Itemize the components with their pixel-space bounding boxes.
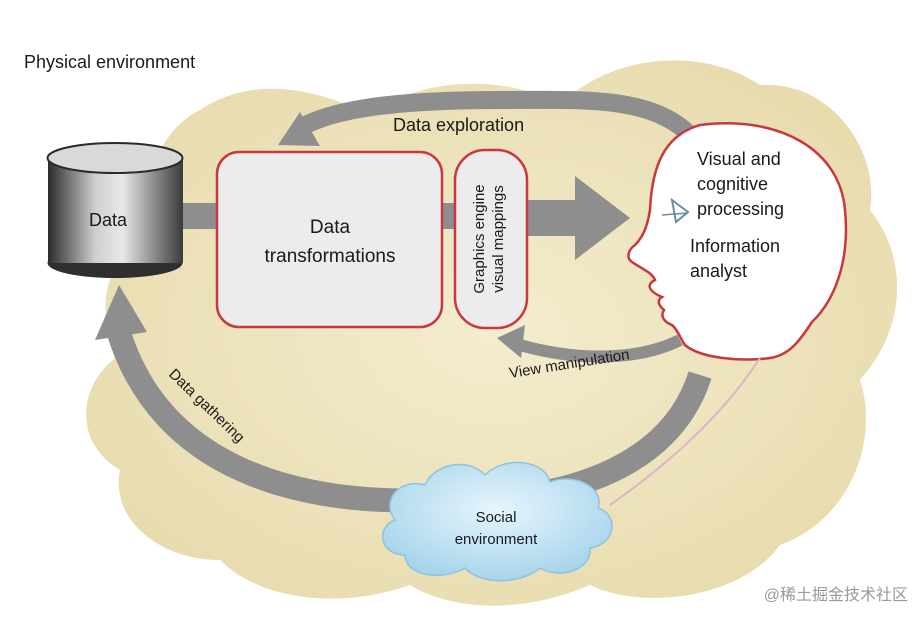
data-exploration-arrowhead: [278, 112, 320, 146]
engine-label-line1: Graphics engine: [471, 184, 488, 293]
analyst-eye: [670, 197, 690, 224]
analyst-label-line5: analyst: [690, 261, 747, 281]
transformations-label-line2: transformations: [265, 246, 396, 267]
engine-to-analyst-arrow: [510, 176, 630, 260]
analyst-head: [627, 122, 848, 361]
analyst-label-line2: cognitive: [697, 174, 768, 194]
social-label-line2: environment: [455, 531, 538, 548]
head-to-social-line: [609, 357, 761, 506]
analyst-label-line1: Visual and: [697, 149, 781, 169]
analyst-eye-line: [661, 212, 689, 216]
view-manipulation-arrow-shaft: [518, 334, 683, 363]
transform-to-engine-connector: [440, 203, 456, 229]
transformations-label-line1: Data: [310, 217, 351, 238]
analyst-label-line4: Information: [690, 236, 780, 256]
physical-environment-label: Physical environment: [24, 52, 196, 72]
view-manipulation-arrowhead: [497, 325, 525, 358]
data-transformations-box: [215, 150, 444, 329]
social-environment-cloud: [381, 461, 613, 582]
engine-label-line2: visual mappings: [490, 185, 507, 293]
data-exploration-label: Data exploration: [393, 115, 524, 135]
data-exploration-arrow-shaft: [295, 90, 697, 142]
watermark-text: @稀土掘金技术社区: [763, 587, 908, 604]
graphics-engine-box: [453, 148, 529, 330]
analyst-label-line3: processing: [697, 199, 784, 219]
data-cylinder: Data: [46, 142, 184, 278]
data-gathering-arrowhead: [95, 285, 147, 340]
social-label-line1: Social: [476, 509, 517, 526]
data-node-label: Data: [89, 210, 128, 230]
data-to-transform-connector: [180, 203, 220, 229]
